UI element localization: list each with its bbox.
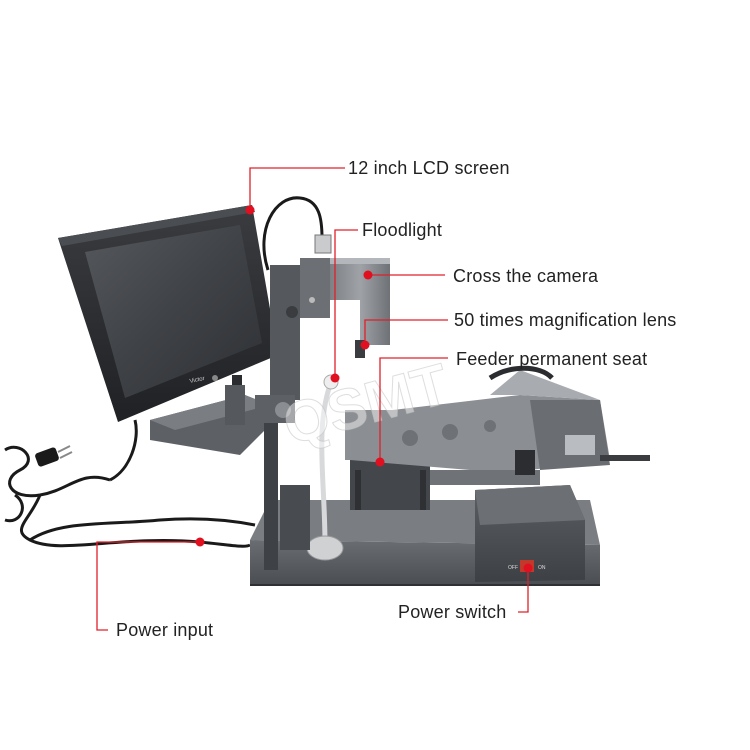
control-box: OFF ON <box>475 485 585 582</box>
callout-dot-camera <box>363 270 373 280</box>
switch-on-label: ON <box>538 565 546 571</box>
callout-dot-floodlight <box>330 373 340 383</box>
monitor-brand-logo: Victor <box>189 376 205 385</box>
callout-lines <box>96 167 529 631</box>
callout-line-lens <box>364 319 448 345</box>
callout-dots <box>195 205 533 573</box>
callout-line-feeder-seat <box>379 357 448 462</box>
support-post <box>255 395 310 570</box>
camera-column <box>270 258 330 400</box>
power-plug-icon <box>35 445 73 467</box>
switch-off-label: OFF <box>508 565 518 571</box>
label-power-switch: Power switch <box>398 602 507 622</box>
callout-dot-power-input <box>195 537 205 547</box>
label-power-input: Power input <box>116 620 214 640</box>
power-cable <box>4 419 256 548</box>
camera-cable <box>262 196 324 271</box>
callout-dot-lcd-screen <box>245 205 255 215</box>
monitor-arm <box>150 385 270 455</box>
callout-line-lcd-screen <box>249 167 345 210</box>
callout-dot-power-switch <box>523 563 533 573</box>
feeder-unit <box>350 365 650 475</box>
camera-connector <box>314 234 332 254</box>
label-floodlight: Floodlight <box>362 220 443 240</box>
callout-dot-lens <box>360 340 370 350</box>
camera-housing <box>330 258 390 358</box>
callout-line-power-input <box>96 541 200 631</box>
label-lens: 50 times magnification lens <box>454 310 677 330</box>
callout-dot-feeder-seat <box>375 457 385 467</box>
label-lcd-screen: 12 inch LCD screen <box>348 158 510 178</box>
lcd-monitor: Victor <box>58 205 278 422</box>
callout-line-floodlight <box>334 229 358 375</box>
callout-line-power-switch <box>518 568 529 613</box>
label-camera: Cross the camera <box>453 266 599 286</box>
label-feeder-seat: Feeder permanent seat <box>456 349 648 369</box>
